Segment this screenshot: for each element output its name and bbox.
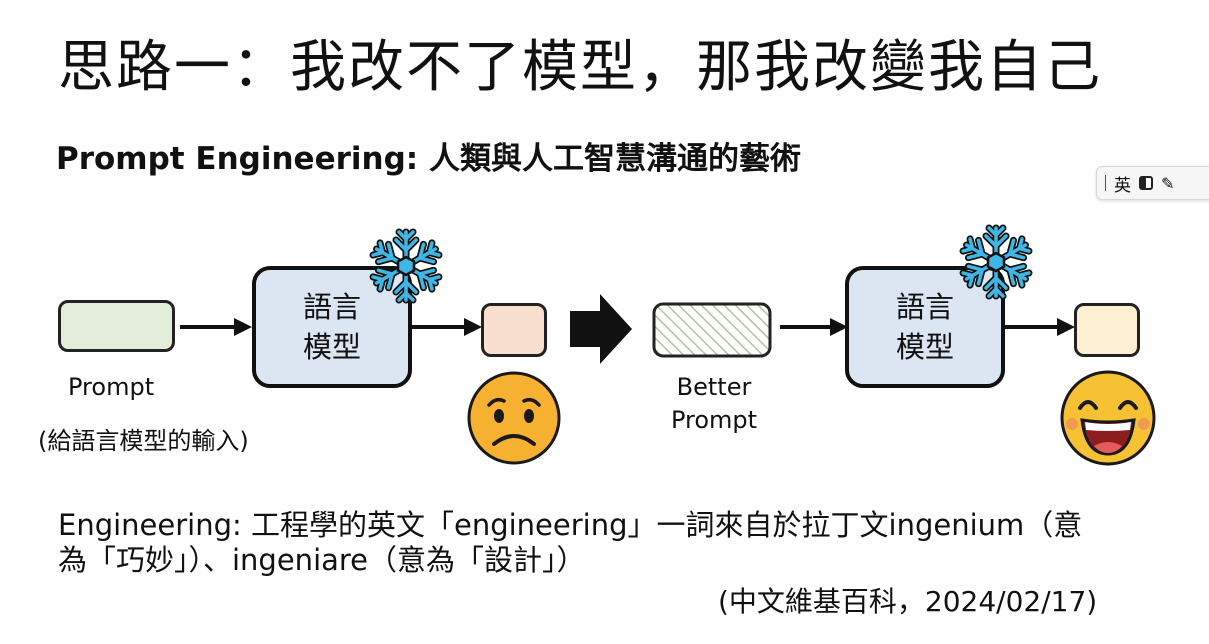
etymology-line-2: 為「巧妙」）、ingeniare（意為「設計」） — [58, 543, 586, 577]
laughing-face-icon — [1060, 370, 1156, 466]
model-label-line-2: 模型 — [302, 330, 361, 364]
model-label-line-1: 語言 — [302, 290, 361, 324]
prompt-sublabel: (給語言模型的輸入) — [38, 427, 249, 455]
slide-title: 思路一：我改不了模型，那我改變我自己 — [58, 35, 1102, 100]
ime-drag-handle[interactable] — [1105, 175, 1106, 191]
slide-subtitle: Prompt Engineering: 人類與人工智慧溝通的藝術 — [56, 141, 801, 177]
sad-face-icon — [467, 371, 561, 465]
snowflake-icon — [952, 218, 1042, 308]
etymology-line-1: Engineering: 工程學的英文「engineering」一詞來自於拉丁文… — [58, 508, 1083, 542]
half-width-icon[interactable] — [1139, 176, 1153, 190]
arrow-better-prompt-to-model — [780, 318, 848, 336]
better-prompt-label-line-1: Better — [676, 373, 752, 401]
citation: (中文維基百科，2024/02/17) — [718, 585, 1098, 618]
snowflake-icon — [362, 222, 452, 312]
arrow-prompt-to-model — [180, 318, 252, 336]
arrow-model-to-output — [412, 318, 482, 336]
prompt-box — [58, 300, 175, 352]
big-right-arrow-icon — [570, 294, 632, 364]
ime-language-toggle[interactable]: 英 — [1114, 175, 1131, 196]
bad-output-box — [481, 303, 547, 357]
ime-toolbar[interactable]: 英 ✎ — [1096, 166, 1209, 200]
model-label-line-1: 語言 — [895, 290, 954, 324]
better-prompt-label: Better Prompt — [655, 373, 773, 434]
prompt-label: Prompt — [68, 373, 155, 401]
good-output-box — [1074, 303, 1140, 357]
arrow-model-to-output-2 — [1005, 318, 1075, 336]
etymology-note: Engineering: 工程學的英文「engineering」一詞來自於拉丁文… — [58, 508, 1082, 578]
better-prompt-box — [652, 302, 772, 358]
model-label-line-2: 模型 — [895, 330, 954, 364]
better-prompt-label-line-2: Prompt — [670, 406, 758, 434]
settings-pen-icon[interactable]: ✎ — [1161, 173, 1175, 193]
